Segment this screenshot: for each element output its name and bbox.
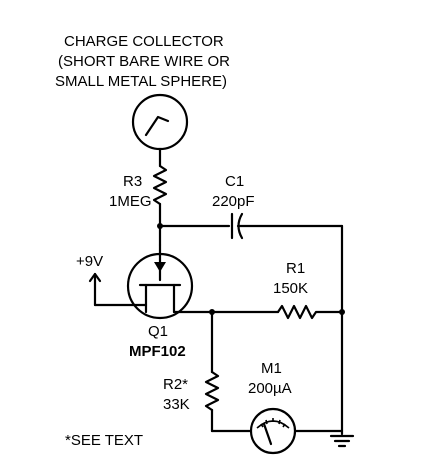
m1-value-label: 200µA <box>248 380 292 397</box>
q1-jfet-symbol <box>126 243 194 320</box>
c1-ref-label: C1 <box>225 173 244 190</box>
m1-meter-symbol <box>249 407 297 455</box>
title-line-1: CHARGE COLLECTOR <box>64 33 224 50</box>
junction-dot-r1 <box>339 309 345 315</box>
r3-resistor-symbol <box>152 164 168 206</box>
footnote-see-text: *SEE TEXT <box>65 432 143 449</box>
title-line-2: (SHORT BARE WIRE OR <box>58 53 230 70</box>
q1-part-label: MPF102 <box>129 343 186 360</box>
r3-value-label: 1MEG <box>109 193 152 210</box>
ground-icon <box>329 434 355 448</box>
r3-ref-label: R3 <box>123 173 142 190</box>
r1-ref-label: R1 <box>286 260 305 277</box>
supply-arrow <box>88 272 148 307</box>
r2-value-label: 33K <box>163 396 190 413</box>
supply-voltage-label: +9V <box>76 253 103 270</box>
r1-value-label: 150K <box>273 280 308 297</box>
c1-value-label: 220pF <box>212 193 255 210</box>
r2-resistor-symbol <box>204 370 220 412</box>
charge-collector-sphere <box>131 93 189 151</box>
q1-ref-label: Q1 <box>148 323 168 340</box>
m1-ref-label: M1 <box>261 360 282 377</box>
title-line-3: SMALL METAL SPHERE) <box>55 73 227 90</box>
r1-resistor-symbol <box>276 304 344 320</box>
r2-ref-label: R2* <box>163 376 188 393</box>
